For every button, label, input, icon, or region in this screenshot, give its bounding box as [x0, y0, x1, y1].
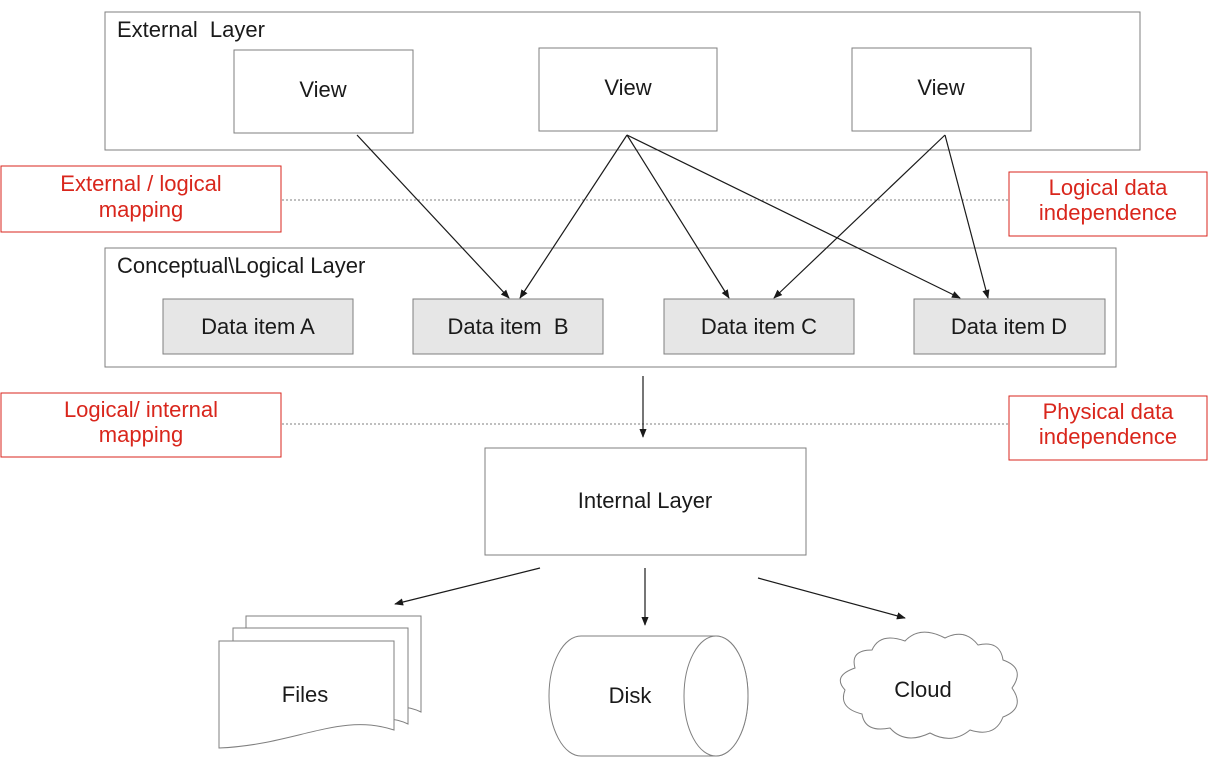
external-logical-mapping-line1: External / logical: [60, 171, 221, 196]
logical-internal-mapping-line2: mapping: [99, 422, 183, 447]
data-item-b-box: [412, 298, 604, 355]
logical-internal-mapping-line1: Logical/ internal: [64, 397, 218, 422]
disk-icon: [548, 635, 749, 757]
logical-internal-mapping-box: [0, 392, 282, 458]
view-box-1: [233, 49, 414, 134]
data-item-d-label: Data item D: [951, 314, 1067, 339]
data-item-a-label: Data item A: [201, 314, 315, 339]
external-layer-title: External Layer: [117, 17, 265, 42]
data-item-b-label: Data item B: [447, 314, 568, 339]
data-item-c-label: Data item C: [701, 314, 817, 339]
view-label-2: View: [604, 75, 651, 100]
arrow-view2-to-item-b: [519, 134, 628, 299]
physical-data-independence-box: [1008, 395, 1208, 461]
physical-data-independence-line1: Physical data: [1043, 399, 1175, 424]
view-label-3: View: [917, 75, 964, 100]
external-logical-mapping-box: [0, 165, 282, 233]
files-icon: [218, 615, 422, 749]
view-box-2: [538, 47, 718, 132]
logical-data-independence-line2: independence: [1039, 200, 1177, 225]
internal-layer-title: Internal Layer: [578, 488, 713, 513]
arrow-view1-to-item-b: [356, 134, 510, 299]
data-item-c-box: [663, 298, 855, 355]
external-logical-mapping-line2: mapping: [99, 197, 183, 222]
data-item-a-box: [162, 298, 354, 355]
cloud-icon: [839, 631, 1018, 739]
conceptual-layer-title: Conceptual\Logical Layer: [117, 253, 365, 278]
view-box-3: [851, 47, 1032, 132]
arrow-internal-to-cloud: [757, 577, 906, 620]
cloud-label: Cloud: [894, 677, 951, 702]
logical-data-independence-box: [1008, 171, 1208, 237]
data-item-d-box: [913, 298, 1106, 355]
disk-label: Disk: [609, 683, 653, 708]
arrow-view3-to-item-c: [773, 134, 946, 299]
arrow-view2-to-item-d: [626, 134, 961, 299]
arrow-view3-to-item-d: [944, 134, 990, 299]
physical-data-independence-line2: independence: [1039, 424, 1177, 449]
logical-data-independence-line1: Logical data: [1049, 175, 1168, 200]
arrow-view2-to-item-c: [626, 134, 730, 299]
view-label-1: View: [299, 77, 346, 102]
files-label: Files: [282, 682, 328, 707]
arrow-internal-to-files: [394, 567, 541, 606]
internal-layer-box: [484, 447, 807, 556]
